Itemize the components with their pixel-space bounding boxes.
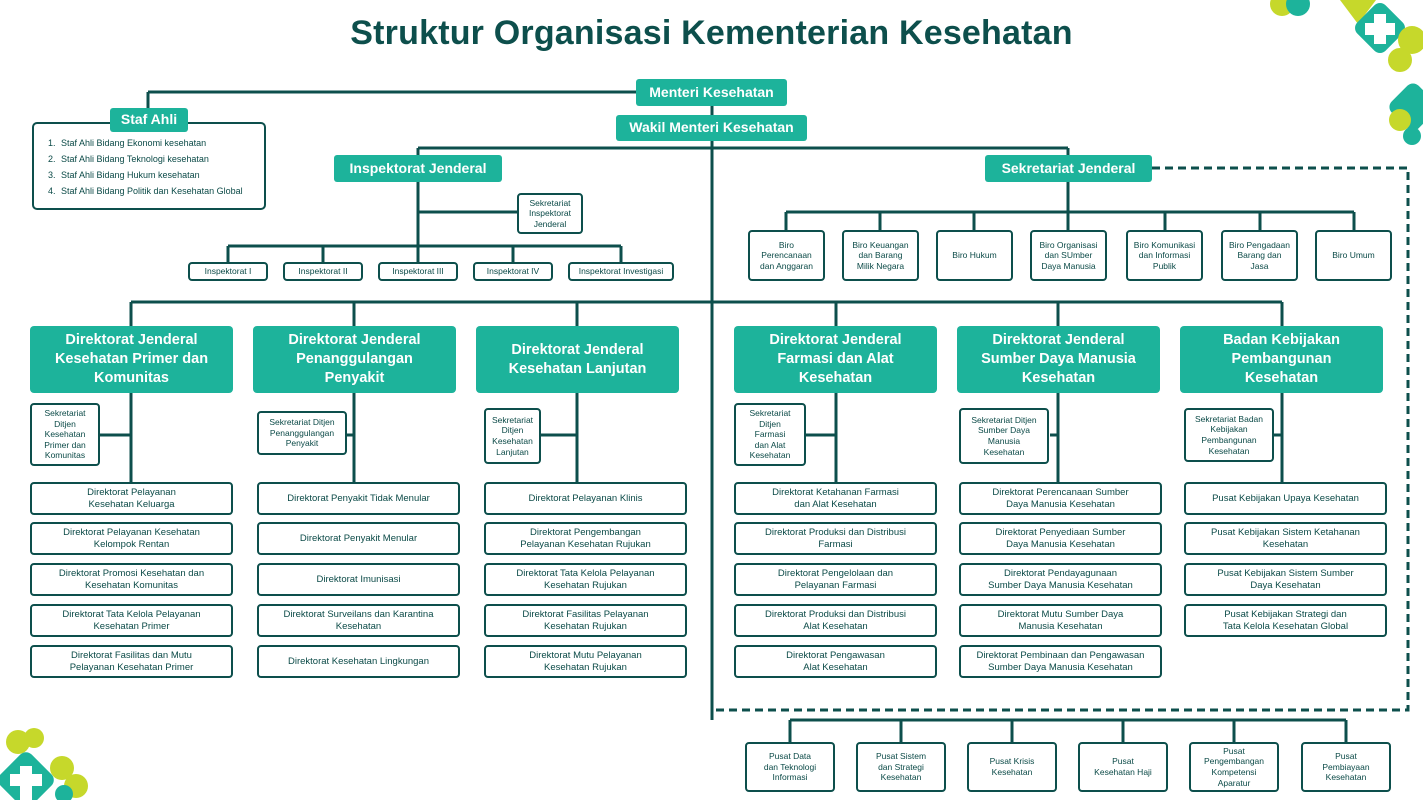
pusat-box: Pusat Pembiayaan Kesehatan xyxy=(1301,742,1391,792)
direktorat-box: Direktorat Pelayanan Kesehatan Keluarga xyxy=(30,482,233,515)
direktorat-box: Direktorat Mutu Sumber Daya Manusia Kese… xyxy=(959,604,1162,637)
direktorat-box: Pusat Kebijakan Sistem Sumber Daya Keseh… xyxy=(1184,563,1387,596)
inspektorat-jenderal-box: Inspektorat Jenderal xyxy=(334,155,502,182)
biro-box: Biro Perencanaan dan Anggaran xyxy=(748,230,825,281)
staf-ahli-item: Staf Ahli Bidang Politik dan Kesehatan G… xyxy=(58,186,258,196)
inspektorat-unit: Inspektorat III xyxy=(378,262,458,281)
direktorat-box: Direktorat Imunisasi xyxy=(257,563,460,596)
inspektorat-unit: Inspektorat Investigasi xyxy=(568,262,674,281)
ditjen-header: Direktorat Jenderal Kesehatan Primer dan… xyxy=(30,326,233,393)
inspektorat-unit: Inspektorat II xyxy=(283,262,363,281)
biro-box: Biro Hukum xyxy=(936,230,1013,281)
ditjen-sekretariat-box: Sekretariat Badan Kebijakan Pembangunan … xyxy=(1184,408,1274,462)
ditjen-header: Direktorat Jenderal Sumber Daya Manusia … xyxy=(957,326,1160,393)
biro-box: Biro Umum xyxy=(1315,230,1392,281)
ditjen-header: Direktorat Jenderal Penanggulangan Penya… xyxy=(253,326,456,393)
direktorat-box: Direktorat Pembinaan dan Pengawasan Sumb… xyxy=(959,645,1162,678)
direktorat-box: Direktorat Produksi dan Distribusi Farma… xyxy=(734,522,937,555)
staf-ahli-item: Staf Ahli Bidang Hukum kesehatan xyxy=(58,170,258,180)
direktorat-box: Direktorat Tata Kelola Pelayanan Kesehat… xyxy=(30,604,233,637)
direktorat-box: Direktorat Kesehatan Lingkungan xyxy=(257,645,460,678)
direktorat-box: Direktorat Penyakit Menular xyxy=(257,522,460,555)
direktorat-box: Pusat Kebijakan Upaya Kesehatan xyxy=(1184,482,1387,515)
direktorat-box: Direktorat Produksi dan Distribusi Alat … xyxy=(734,604,937,637)
decoration-bottom-left xyxy=(0,728,88,800)
biro-box: Biro Pengadaan Barang dan Jasa xyxy=(1221,230,1298,281)
ditjen-header: Direktorat Jenderal Kesehatan Lanjutan xyxy=(476,326,679,393)
direktorat-box: Direktorat Ketahanan Farmasi dan Alat Ke… xyxy=(734,482,937,515)
pusat-box: Pusat Kesehatan Haji xyxy=(1078,742,1168,792)
pusat-box: Pusat Sistem dan Strategi Kesehatan xyxy=(856,742,946,792)
sekretariat-inspektorat-box: Sekretariat Inspektorat Jenderal xyxy=(517,193,583,234)
direktorat-box: Direktorat Fasilitas Pelayanan Kesehatan… xyxy=(484,604,687,637)
ditjen-sekretariat-box: Sekretariat Ditjen Sumber Daya Manusia K… xyxy=(959,408,1049,464)
ditjen-header: Direktorat Jenderal Farmasi dan Alat Kes… xyxy=(734,326,937,393)
staf-ahli-list-box: Staf Ahli Bidang Ekonomi kesehatan Staf … xyxy=(32,122,266,210)
decoration-top-right xyxy=(1270,0,1423,145)
direktorat-box: Pusat Kebijakan Strategi dan Tata Kelola… xyxy=(1184,604,1387,637)
direktorat-box: Direktorat Surveilans dan Karantina Kese… xyxy=(257,604,460,637)
direktorat-box: Pusat Kebijakan Sistem Ketahanan Kesehat… xyxy=(1184,522,1387,555)
sekretariat-jenderal-box: Sekretariat Jenderal xyxy=(985,155,1152,182)
staf-ahli-list: Staf Ahli Bidang Ekonomi kesehatan Staf … xyxy=(44,138,258,196)
pusat-box: Pusat Pengembangan Kompetensi Aparatur xyxy=(1189,742,1279,792)
ditjen-sekretariat-box: Sekretariat Ditjen Kesehatan Lanjutan xyxy=(484,408,541,464)
direktorat-box: Direktorat Pelayanan Klinis xyxy=(484,482,687,515)
direktorat-box: Direktorat Fasilitas dan Mutu Pelayanan … xyxy=(30,645,233,678)
ditjen-header: Badan Kebijakan Pembangunan Kesehatan xyxy=(1180,326,1383,393)
direktorat-box: Direktorat Penyediaan Sumber Daya Manusi… xyxy=(959,522,1162,555)
biro-box: Biro Komunikasi dan Informasi Publik xyxy=(1126,230,1203,281)
direktorat-box: Direktorat Penyakit Tidak Menular xyxy=(257,482,460,515)
direktorat-box: Direktorat Mutu Pelayanan Kesehatan Ruju… xyxy=(484,645,687,678)
ditjen-sekretariat-box: Sekretariat Ditjen Penanggulangan Penyak… xyxy=(257,411,347,455)
direktorat-box: Direktorat Pengawasan Alat Kesehatan xyxy=(734,645,937,678)
direktorat-box: Direktorat Perencanaan Sumber Daya Manus… xyxy=(959,482,1162,515)
wakil-menteri-box: Wakil Menteri Kesehatan xyxy=(616,115,807,141)
ditjen-sekretariat-box: Sekretariat Ditjen Farmasi dan Alat Kese… xyxy=(734,403,806,466)
biro-box: Biro Keuangan dan Barang Milik Negara xyxy=(842,230,919,281)
direktorat-box: Direktorat Pelayanan Kesehatan Kelompok … xyxy=(30,522,233,555)
staf-ahli-item: Staf Ahli Bidang Teknologi kesehatan xyxy=(58,154,258,164)
menteri-box: Menteri Kesehatan xyxy=(636,79,787,106)
direktorat-box: Direktorat Tata Kelola Pelayanan Kesehat… xyxy=(484,563,687,596)
staf-ahli-header: Staf Ahli xyxy=(110,108,188,132)
direktorat-box: Direktorat Pengembangan Pelayanan Keseha… xyxy=(484,522,687,555)
direktorat-box: Direktorat Pendayagunaan Sumber Daya Man… xyxy=(959,563,1162,596)
staf-ahli-item: Staf Ahli Bidang Ekonomi kesehatan xyxy=(58,138,258,148)
inspektorat-unit: Inspektorat IV xyxy=(473,262,553,281)
pusat-box: Pusat Data dan Teknologi Informasi xyxy=(745,742,835,792)
biro-box: Biro Organisasi dan SUmber Daya Manusia xyxy=(1030,230,1107,281)
direktorat-box: Direktorat Pengelolaan dan Pelayanan Far… xyxy=(734,563,937,596)
page-title: Struktur Organisasi Kementerian Kesehata… xyxy=(350,14,1073,52)
direktorat-box: Direktorat Promosi Kesehatan dan Kesehat… xyxy=(30,563,233,596)
inspektorat-unit: Inspektorat I xyxy=(188,262,268,281)
ditjen-sekretariat-box: Sekretariat Ditjen Kesehatan Primer dan … xyxy=(30,403,100,466)
pusat-box: Pusat Krisis Kesehatan xyxy=(967,742,1057,792)
